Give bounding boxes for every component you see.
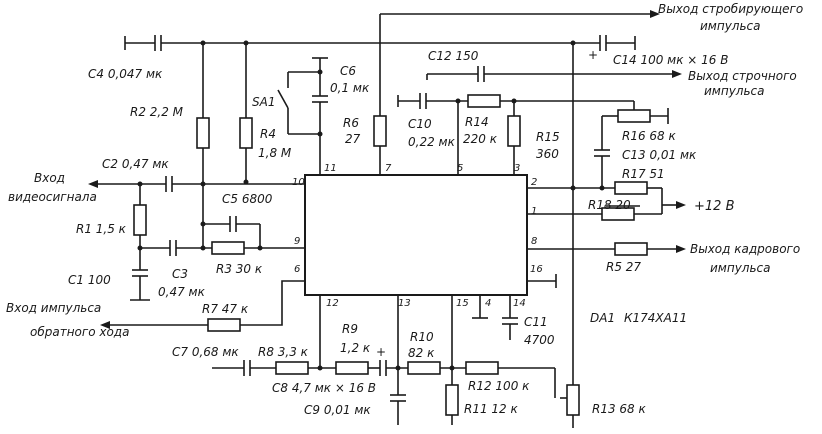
frame-output-label-2: импульса (710, 261, 771, 275)
pin-9-label: 9 (294, 236, 300, 247)
capacitor-c6 (312, 57, 328, 175)
pin-1-label: 1 (531, 206, 537, 217)
r4-ref: R4 (260, 127, 276, 141)
frame-output-wire (527, 242, 686, 256)
r8-label: R8 3,3 к (258, 345, 309, 359)
resistor-r4 (239, 43, 253, 182)
r13-label: R13 68 к (592, 402, 647, 416)
c8-label: C8 4,7 мк × 16 В (272, 381, 376, 395)
pin-8-label: 8 (531, 236, 537, 247)
r10-value: 82 к (408, 346, 435, 360)
r9-ref: R9 (342, 322, 358, 336)
pin-14-label: 14 (513, 298, 526, 309)
r4-value: 1,8 М (258, 146, 292, 160)
c14-polarity: + (588, 48, 598, 62)
c11-value: 4700 (524, 333, 555, 347)
r11-label: R11 12 к (464, 402, 519, 416)
video-input-network (88, 176, 305, 301)
r3-label: R3 30 к (216, 262, 263, 276)
supply-label: +12 В (694, 199, 735, 214)
pin-5-label: 5 (457, 163, 463, 174)
bottom-network (212, 295, 580, 428)
ic-part-label: К174ХА11 (624, 311, 687, 325)
r14-value: 220 к (463, 132, 498, 146)
c9-label: C9 0,01 мк (304, 403, 371, 417)
strobe-output-label-1: Выход стробирующего (658, 2, 803, 16)
c13-label: C13 0,01 мк (622, 148, 697, 162)
r9-value: 1,2 к (340, 341, 371, 355)
r17-label: R17 51 (622, 167, 665, 181)
ic-da1-body (304, 174, 528, 296)
frame-output-label-1: Выход кадрового (690, 242, 800, 256)
ic-name-label: DA1 (590, 311, 615, 325)
sa1-label: SA1 (252, 95, 275, 109)
r14-ref: R14 (465, 115, 489, 129)
video-input-label-1: Вход (34, 171, 65, 185)
r10-ref: R10 (410, 330, 434, 344)
r15-ref: R15 (536, 130, 560, 144)
flyback-input-label-2: обратного хода (30, 325, 129, 339)
c14-label: C14 100 мк × 16 В (613, 53, 728, 67)
supply-network (527, 181, 686, 221)
c2-label: C2 0,47 мк (102, 157, 169, 171)
pin-4-label: 4 (485, 298, 491, 309)
pin-2-label: 2 (531, 177, 537, 188)
line-output-label-2: импульса (704, 84, 765, 98)
c8-polarity: + (376, 345, 386, 359)
resistor-r2 (196, 43, 210, 224)
c3-ref: C3 (172, 267, 188, 281)
c12-label: C12 150 (428, 49, 479, 63)
flyback-input-label-1: Вход импульса (6, 301, 101, 315)
pin-6-label: 6 (294, 264, 300, 275)
pin-15-label: 15 (456, 298, 469, 309)
r2-label: R2 2,2 М (130, 105, 184, 119)
c11-ref: C11 (524, 315, 548, 329)
pin-16-label: 16 (530, 264, 543, 275)
pin5-network (397, 43, 634, 390)
pin-11-label: 11 (324, 163, 337, 174)
c4-label: C4 0,047 мк (88, 67, 163, 81)
c1-label: C1 100 (68, 273, 111, 287)
r7-label: R7 47 к (202, 302, 249, 316)
r6-value: 27 (345, 132, 361, 146)
c6-value: 0,1 мк (330, 81, 370, 95)
pin-13-label: 13 (398, 298, 411, 309)
strobe-output-wire (373, 10, 660, 175)
pin-12-label: 12 (326, 298, 339, 309)
strobe-output-label-2: импульса (700, 19, 761, 33)
resistor-r16 (594, 101, 669, 188)
r16-label: R16 68 к (622, 129, 677, 143)
c7-label: C7 0,68 мк (172, 345, 239, 359)
r6-ref: R6 (343, 116, 359, 130)
pin-10-label: 10 (292, 177, 305, 188)
pin-7-label: 7 (385, 163, 392, 174)
c5-label: C5 6800 (222, 192, 273, 206)
r12-label: R12 100 к (468, 379, 530, 393)
pin-3-label: 3 (514, 163, 520, 174)
r5-label: R5 27 (606, 260, 641, 274)
line-output-network (426, 66, 682, 82)
r15-value: 360 (536, 147, 559, 161)
r1-label: R1 1,5 к (76, 222, 127, 236)
c6-ref: C6 (340, 64, 356, 78)
c10-ref: C10 (408, 117, 432, 131)
flyback-input-network (100, 280, 305, 332)
video-input-label-2: видеосигнала (8, 190, 97, 204)
line-output-label-1: Выход строчного (688, 69, 797, 83)
r18-label: R18 20 (588, 198, 631, 212)
c3-value: 0,47 мк (158, 285, 206, 299)
c10-value: 0,22 мк (408, 135, 456, 149)
